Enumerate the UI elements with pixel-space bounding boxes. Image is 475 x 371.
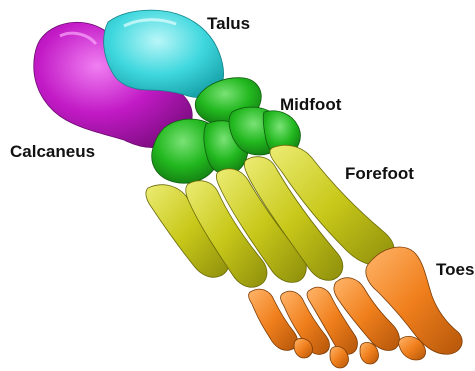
- label-calcaneus: Calcaneus: [10, 143, 95, 160]
- label-talus: Talus: [207, 15, 250, 32]
- label-forefoot: Forefoot: [345, 165, 414, 182]
- label-midfoot: Midfoot: [280, 96, 341, 113]
- label-toes: Toes: [436, 261, 474, 278]
